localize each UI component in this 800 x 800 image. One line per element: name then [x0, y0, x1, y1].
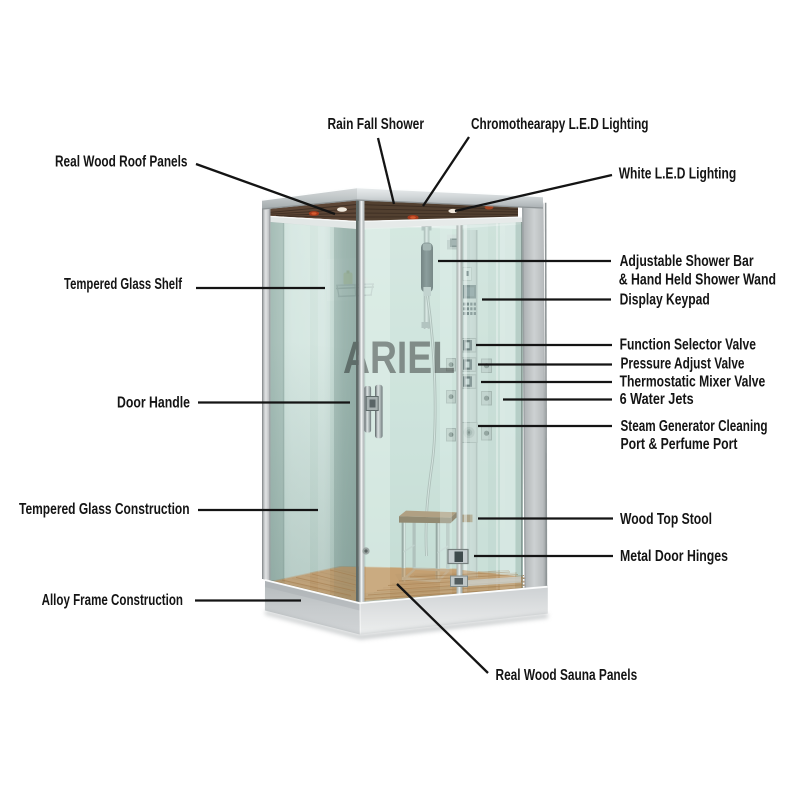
svg-text:Tempered Glass Construction: Tempered Glass Construction	[19, 501, 190, 518]
svg-text:Port & Perfume Port: Port & Perfume Port	[621, 436, 739, 453]
svg-text:Real Wood Sauna Panels: Real Wood Sauna Panels	[496, 667, 638, 684]
svg-text:Thermostatic Mixer Valve: Thermostatic Mixer Valve	[620, 373, 766, 390]
svg-text:Metal Door Hinges: Metal Door Hinges	[620, 548, 728, 565]
svg-text:& Hand Held Shower Wand: & Hand Held Shower Wand	[619, 272, 776, 289]
svg-text:Pressure Adjust Valve: Pressure Adjust Valve	[621, 356, 745, 373]
svg-text:Chromothearapy L.E.D Lighting: Chromothearapy L.E.D Lighting	[471, 116, 649, 133]
svg-text:Door Handle: Door Handle	[117, 395, 190, 412]
svg-text:Real Wood Roof Panels: Real Wood Roof Panels	[55, 154, 188, 171]
svg-text:Function Selector Valve: Function Selector Valve	[620, 336, 756, 353]
svg-text:6 Water Jets: 6 Water Jets	[620, 391, 694, 408]
svg-text:Adjustable Shower Bar: Adjustable Shower Bar	[620, 253, 754, 270]
svg-text:Alloy Frame Construction: Alloy Frame Construction	[42, 592, 183, 609]
svg-text:Steam Generator Cleaning: Steam Generator Cleaning	[621, 418, 768, 435]
svg-text:Display Keypad: Display Keypad	[620, 292, 710, 309]
svg-text:Rain Fall Shower: Rain Fall Shower	[328, 116, 425, 133]
svg-text:Tempered Glass Shelf: Tempered Glass Shelf	[64, 276, 182, 293]
svg-text:White L.E.D Lighting: White L.E.D Lighting	[619, 166, 737, 183]
svg-text:Wood Top Stool: Wood Top Stool	[620, 511, 712, 528]
